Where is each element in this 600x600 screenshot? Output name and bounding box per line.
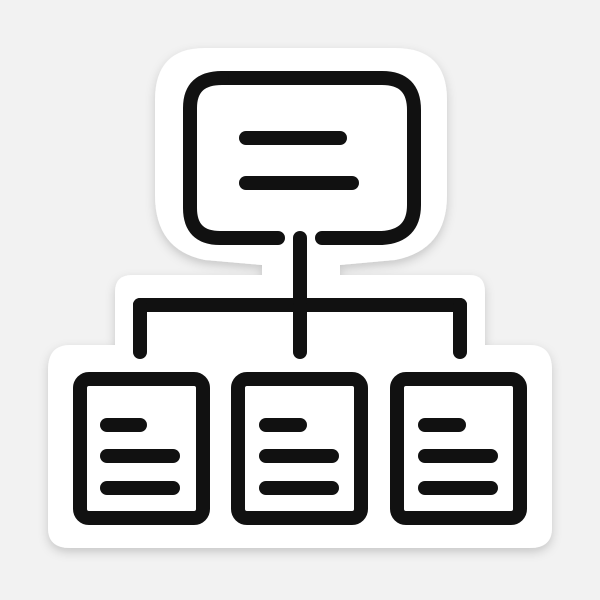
connector-lines xyxy=(133,231,467,359)
child-node-2-frame xyxy=(231,372,368,525)
parent-node-frame xyxy=(215,71,421,245)
child-node-3 xyxy=(390,372,527,525)
child-node-1 xyxy=(73,372,210,525)
parent-node-frame-left xyxy=(183,71,285,245)
child-node-1-frame xyxy=(73,372,210,525)
parent-node xyxy=(183,71,421,245)
child-node-2 xyxy=(231,372,368,525)
child-node-3-frame xyxy=(390,372,527,525)
